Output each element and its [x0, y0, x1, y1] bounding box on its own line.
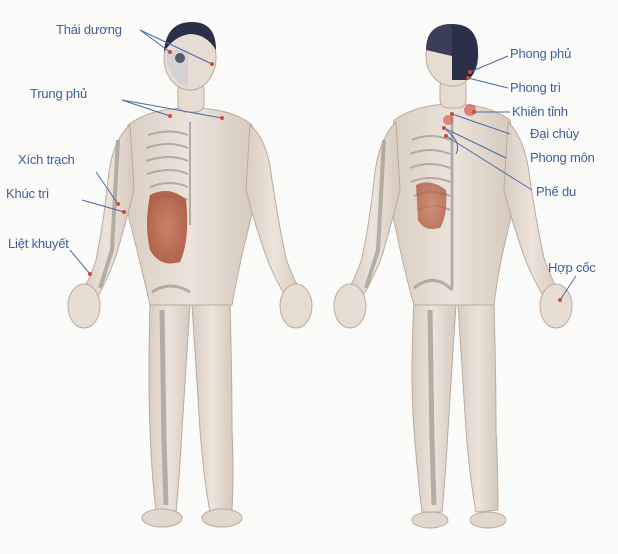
label-hop-coc: Hợp cốc: [548, 260, 596, 275]
front-body-figure: [68, 22, 312, 527]
label-liet-khuyet: Liệt khuyết: [8, 236, 69, 251]
label-phe-du: Phế du: [536, 184, 576, 199]
label-dai-chuy: Đại chùy: [530, 126, 579, 141]
label-thai-duong: Thái dương: [56, 22, 122, 37]
label-phong-mon: Phong môn: [530, 150, 595, 165]
label-khien-tinh: Khiên tỉnh: [512, 104, 568, 119]
label-trung-phu: Trung phủ: [30, 86, 87, 101]
label-phong-tri: Phong trì: [510, 80, 561, 95]
back-body-figure: [334, 24, 572, 528]
label-khuc-tri: Khúc trì: [6, 186, 49, 201]
label-xich-trach: Xích trạch: [18, 152, 75, 167]
label-phong-phu: Phong phủ: [510, 46, 571, 61]
